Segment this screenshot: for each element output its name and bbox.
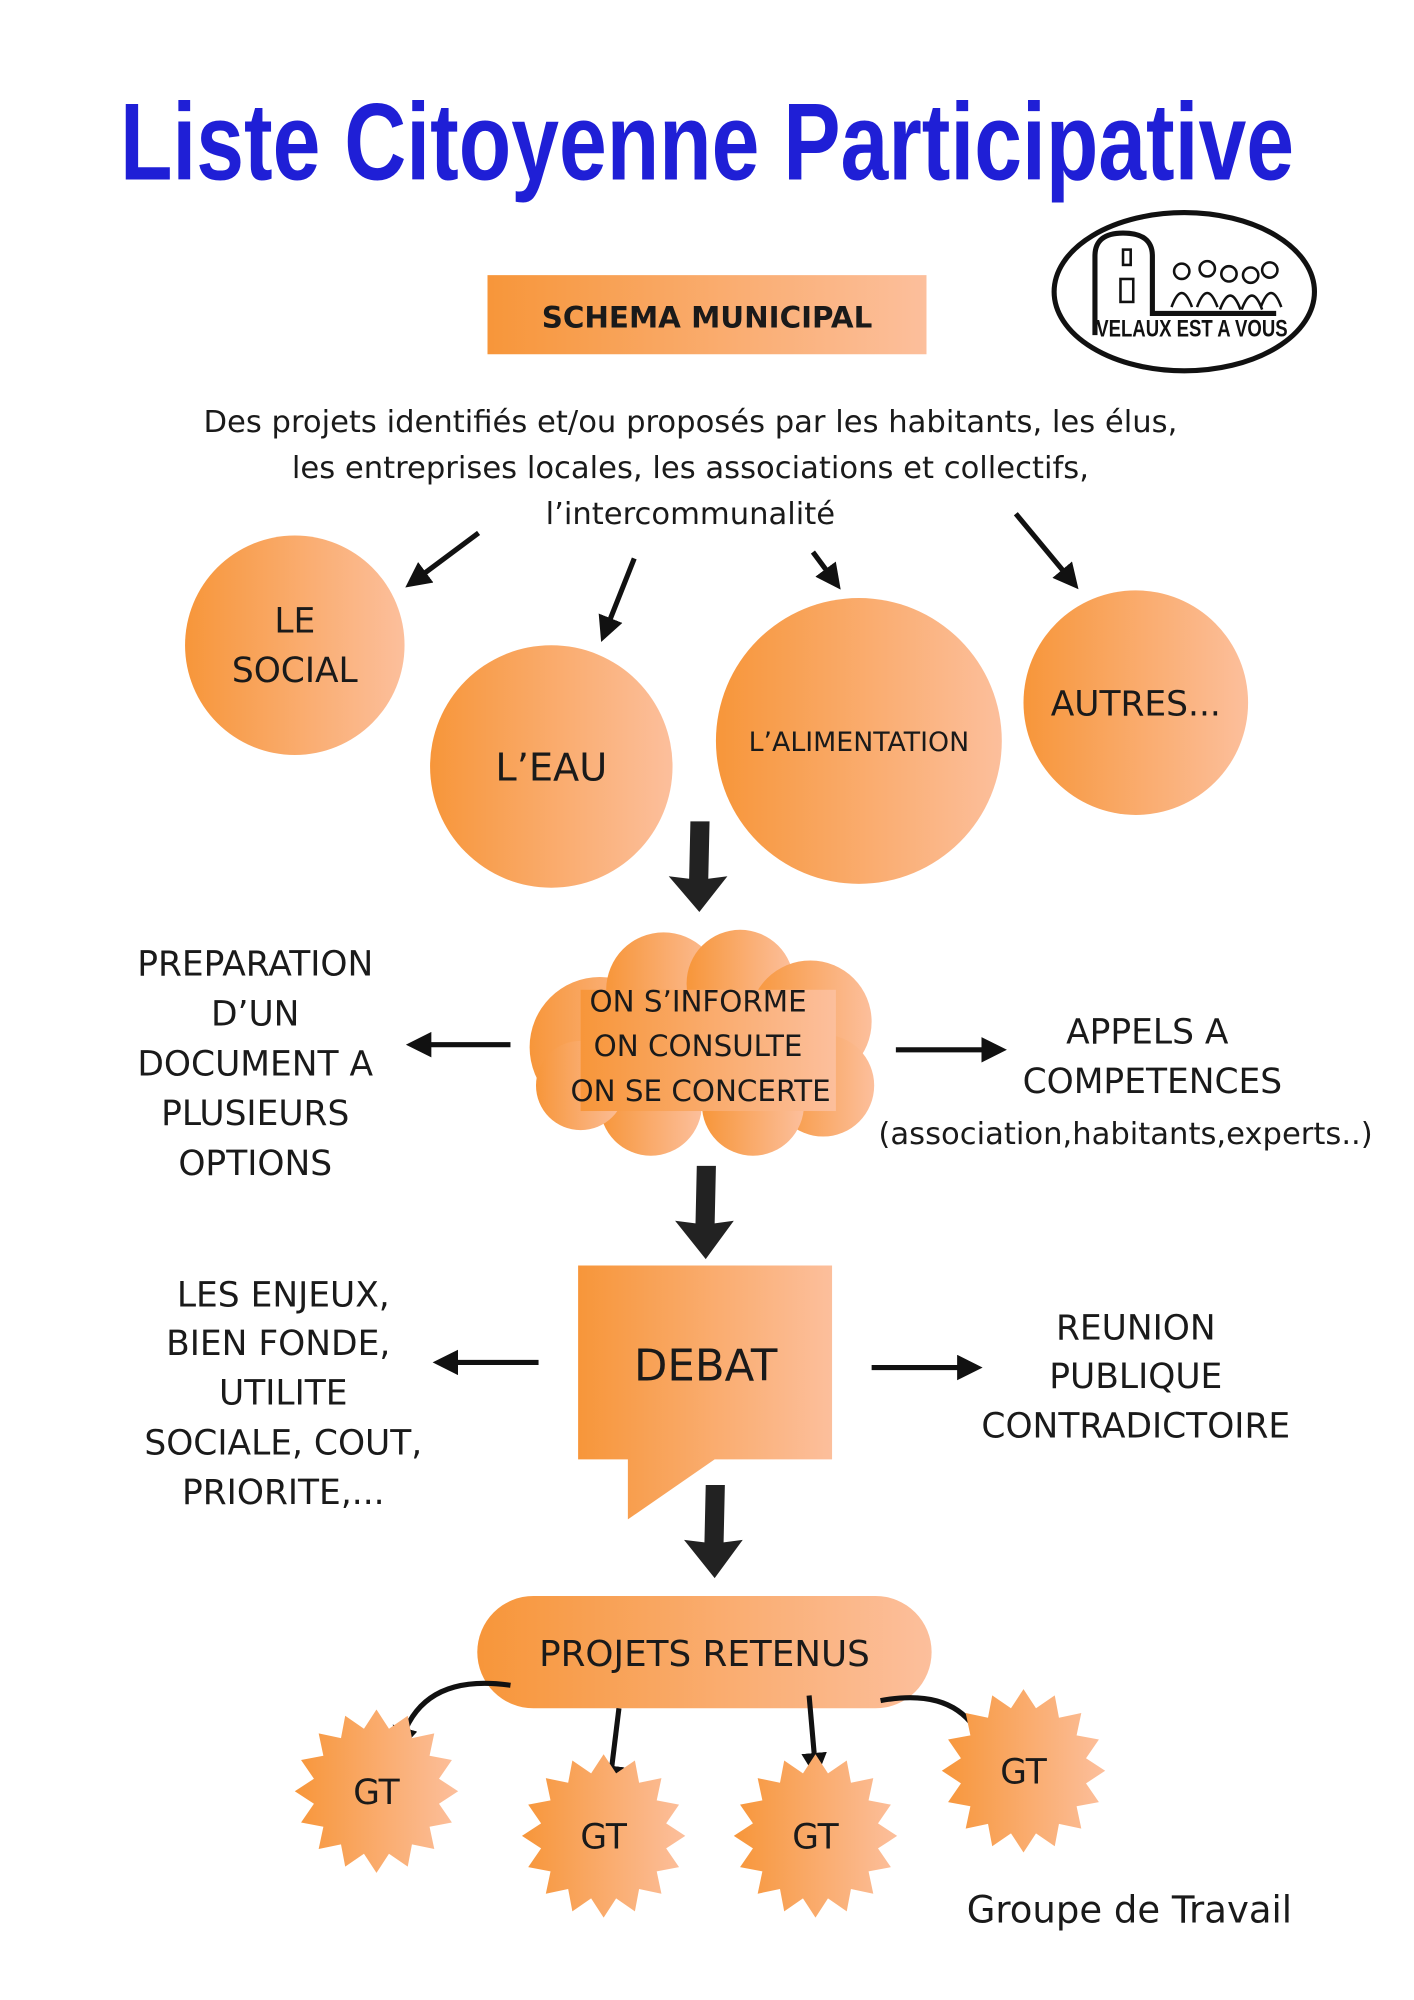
gt-label: GT — [792, 1818, 839, 1858]
page-title: Liste Citoyenne Participative — [120, 81, 1294, 203]
debat-label: DEBAT — [634, 1341, 778, 1391]
consult-label: ON CONSULTE — [594, 1029, 803, 1063]
side-text: BIEN FONDE, — [166, 1324, 390, 1364]
projets-pill: PROJETS RETENUS — [477, 1595, 932, 1709]
projets-label: PROJETS RETENUS — [539, 1634, 870, 1675]
gt-starburst — [521, 1754, 686, 1918]
theme-social: LE SOCIAL — [185, 535, 405, 755]
intro-text: Des projets identifiés et/ou proposés pa… — [203, 405, 1177, 532]
gt-starburst — [733, 1754, 898, 1918]
intro-line: l’intercommunalité — [546, 497, 835, 532]
down-arrow — [684, 1484, 743, 1579]
side-text: CONTRADICTOIRE — [981, 1407, 1290, 1447]
theme-label: SOCIAL — [232, 651, 358, 691]
consult-label: ON S’INFORME — [589, 984, 806, 1018]
side-text: UTILITE — [219, 1374, 348, 1414]
gt-starburst — [294, 1709, 459, 1873]
theme-autres: AUTRES... — [1023, 590, 1249, 815]
side-text: PLUSIEURS — [161, 1094, 349, 1134]
consult-cloud — [529, 929, 875, 1156]
side-text: COMPETENCES — [1023, 1062, 1283, 1102]
side-text: LES ENJEUX, — [177, 1275, 390, 1315]
enjeux-text: LES ENJEUX, BIEN FONDE, UTILITE SOCIALE,… — [144, 1275, 422, 1513]
side-text: OPTIONS — [178, 1144, 332, 1184]
gt-label: GT — [580, 1818, 627, 1858]
header-box: SCHEMA MUNICIPAL — [487, 275, 927, 355]
gt-label: GT — [1000, 1753, 1047, 1793]
side-text: PUBLIQUE — [1049, 1357, 1222, 1397]
intro-line: les entreprises locales, les association… — [292, 451, 1089, 486]
side-text: APPELS A — [1066, 1012, 1229, 1052]
side-text: D’UN — [211, 995, 299, 1035]
intro-line: Des projets identifiés et/ou proposés pa… — [203, 405, 1177, 440]
logo-text: VELAUX EST A VOUS — [1096, 315, 1287, 342]
side-text: PREPARATION — [137, 945, 373, 985]
theme-label: L’ALIMENTATION — [749, 727, 970, 758]
debat-bubble: DEBAT — [578, 1265, 833, 1520]
theme-eau: L’EAU — [430, 645, 673, 888]
side-text: DOCUMENT A — [137, 1044, 373, 1084]
side-text: PRIORITE,... — [182, 1473, 385, 1513]
header-box-label: SCHEMA MUNICIPAL — [542, 300, 873, 334]
down-arrow — [668, 821, 728, 912]
side-text: (association,habitants,experts..) — [878, 1117, 1372, 1152]
gt-starburst — [941, 1689, 1106, 1853]
gt-label: GT — [353, 1773, 400, 1813]
theme-label: AUTRES... — [1051, 684, 1221, 724]
footer-label: Groupe de Travail — [967, 1889, 1292, 1932]
logo: VELAUX EST A VOUS — [1051, 210, 1318, 374]
down-arrow — [675, 1165, 734, 1260]
gt-group: GT GT GT GT — [294, 1689, 1106, 1918]
side-text: REUNION — [1056, 1308, 1216, 1348]
side-text: SOCIALE, COUT, — [144, 1423, 422, 1463]
appels-text: APPELS A COMPETENCES (association,habita… — [878, 1012, 1372, 1152]
theme-label: LE — [274, 601, 315, 641]
reunion-text: REUNION PUBLIQUE CONTRADICTOIRE — [981, 1308, 1290, 1446]
theme-arrows — [405, 512, 1079, 642]
consult-label: ON SE CONCERTE — [571, 1074, 831, 1108]
theme-alimentation: L’ALIMENTATION — [715, 598, 1002, 884]
theme-label: L’EAU — [495, 745, 607, 790]
preparation-text: PREPARATION D’UN DOCUMENT A PLUSIEURS OP… — [137, 945, 373, 1184]
